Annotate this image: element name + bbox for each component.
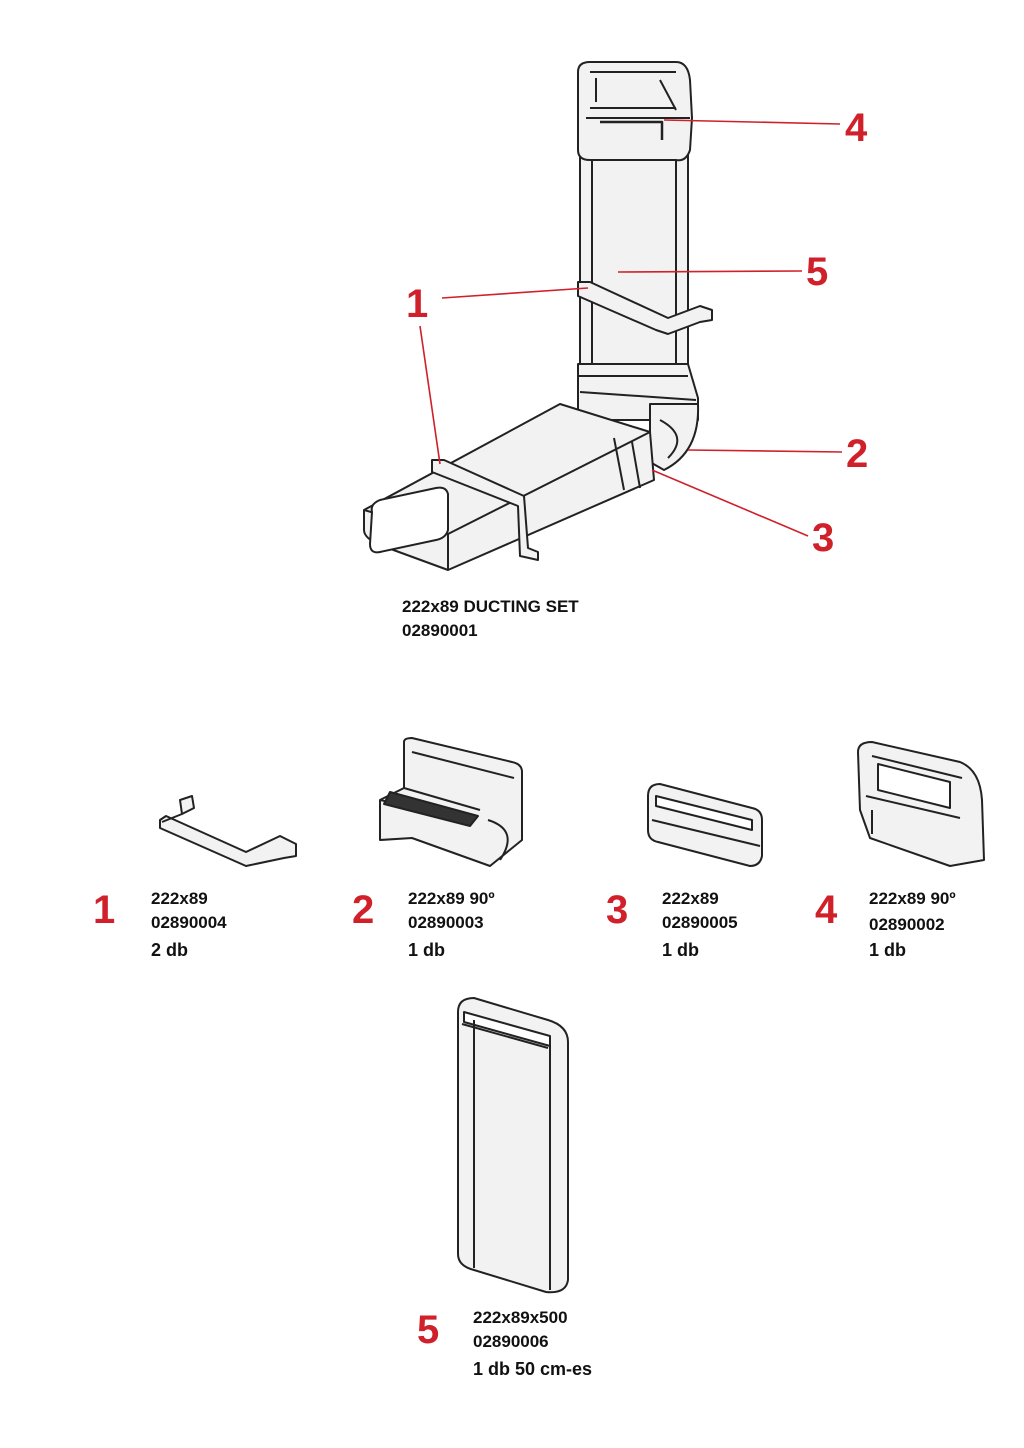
callout-1: 1 bbox=[406, 282, 429, 326]
part-3-size: 222x89 bbox=[662, 889, 719, 908]
leader-1a bbox=[441, 287, 589, 299]
part-4-elbow-illustration bbox=[857, 741, 985, 867]
part-5-duct-illustration bbox=[457, 997, 569, 1294]
part-4-code: 02890002 bbox=[869, 915, 945, 934]
leader-1b bbox=[419, 325, 441, 465]
top-elbow bbox=[577, 61, 693, 162]
set-code: 02890001 bbox=[402, 621, 478, 640]
part-1-number: 1 bbox=[93, 888, 116, 932]
part-4-qty: 1 db bbox=[869, 940, 907, 960]
part-5-size: 222x89x500 bbox=[473, 1308, 568, 1327]
part-5-code: 02890006 bbox=[473, 1332, 549, 1351]
callout-leaders bbox=[419, 119, 843, 537]
callout-3: 3 bbox=[812, 516, 835, 560]
leader-4 bbox=[663, 119, 841, 125]
upper-bracket bbox=[577, 281, 713, 335]
lower-elbow bbox=[649, 403, 700, 471]
part-3-qty: 1 db bbox=[662, 940, 700, 960]
callout-4: 4 bbox=[845, 106, 868, 150]
part-2-qty: 1 db bbox=[408, 940, 446, 960]
assembly-illustration bbox=[363, 61, 713, 571]
part-1-bracket-illustration bbox=[159, 795, 297, 867]
part-1-code: 02890004 bbox=[151, 913, 227, 932]
part-2-code: 02890003 bbox=[408, 913, 484, 932]
part-1-size: 222x89 bbox=[151, 889, 208, 908]
part-2-elbow-illustration bbox=[379, 737, 523, 867]
callout-5: 5 bbox=[806, 250, 829, 294]
part-2-size: 222x89 90º bbox=[408, 889, 495, 908]
part-4-number: 4 bbox=[815, 888, 838, 932]
part-3-code: 02890005 bbox=[662, 913, 738, 932]
part-3-number: 3 bbox=[606, 888, 629, 932]
part-5-qty: 1 db 50 cm-es bbox=[473, 1359, 593, 1379]
lower-bracket bbox=[431, 459, 539, 561]
vertical-duct bbox=[579, 139, 689, 401]
leader-3 bbox=[651, 469, 809, 537]
part-1-qty: 2 db bbox=[151, 940, 189, 960]
part-5-number: 5 bbox=[417, 1308, 440, 1352]
callout-2: 2 bbox=[846, 432, 869, 476]
part-3-connector-illustration bbox=[647, 783, 763, 867]
part-4-size: 222x89 90º bbox=[869, 889, 956, 908]
set-title: 222x89 DUCTING SET bbox=[402, 597, 579, 616]
leader-2 bbox=[687, 449, 843, 453]
leader-5 bbox=[617, 270, 803, 273]
part-2-number: 2 bbox=[352, 888, 375, 932]
